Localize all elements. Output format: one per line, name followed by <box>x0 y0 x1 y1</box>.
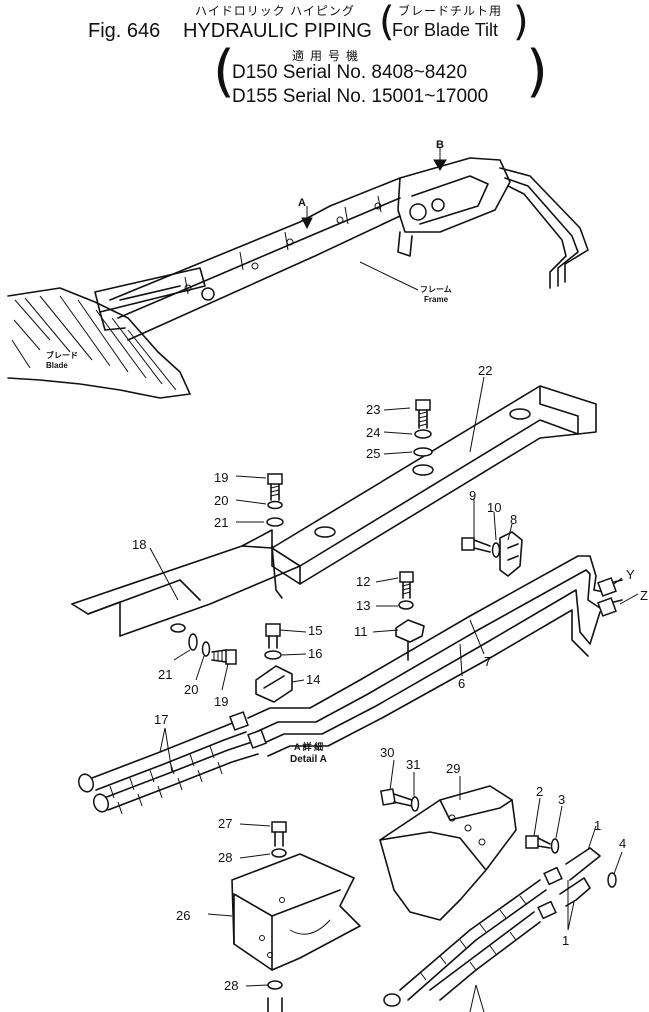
callout-19-upper: 19 <box>214 470 228 485</box>
callout-6: 6 <box>458 676 465 691</box>
guard-plate <box>71 529 301 637</box>
callout-23: 23 <box>366 402 380 417</box>
detail-a-label-japanese: A 詳 細 <box>294 741 323 752</box>
callout-8: 8 <box>510 512 517 527</box>
bolt-23 <box>415 399 431 429</box>
callout-28-lower: 28 <box>224 978 238 993</box>
callout-7: 7 <box>484 654 491 669</box>
subtitle-open-paren: ( <box>379 0 395 45</box>
washer-16 <box>264 650 282 660</box>
serial-range-d150: D150 Serial No. 8408~8420 <box>232 62 468 83</box>
figure-subtitle: For Blade Tilt <box>392 20 499 40</box>
o-ring-4 <box>607 872 617 888</box>
bolt-28-lower-shank <box>267 997 283 1012</box>
bracket-26 <box>231 853 361 971</box>
frame-label: Frame <box>424 295 449 304</box>
figure-number: Fig. 646 <box>88 20 161 42</box>
callout-27: 27 <box>218 816 232 831</box>
bolt-2 <box>525 835 551 849</box>
callout-20-lower: 20 <box>184 682 198 697</box>
subtitle-japanese: ブレードチルト用 <box>398 4 503 18</box>
callout-30: 30 <box>380 745 394 760</box>
applicable-models-japanese: 適用号機 <box>292 49 365 63</box>
callout-16: 16 <box>308 646 322 661</box>
detail-a-label: Detail A <box>290 754 327 765</box>
washer-20-lower <box>201 641 211 657</box>
callout-26: 26 <box>176 908 190 923</box>
washer-28-upper <box>271 848 287 858</box>
callout-1-upper: 1 <box>594 818 601 833</box>
detail-hoses <box>383 879 547 1012</box>
washer-28-lower <box>267 980 283 990</box>
pipe-cover <box>271 385 597 585</box>
callout-24: 24 <box>366 425 380 440</box>
callout-11: 11 <box>354 624 368 639</box>
callout-12: 12 <box>356 574 370 589</box>
washer-13 <box>398 600 414 610</box>
callout-21-lower: 21 <box>158 667 172 682</box>
bolt-30 <box>380 788 413 807</box>
serial-open-paren: ( <box>213 39 235 104</box>
callout-numbers: 1 1 2 3 4 6 7 8 9 10 11 12 13 14 15 16 1… <box>132 363 626 993</box>
callout-20-upper: 20 <box>214 493 228 508</box>
callout-3: 3 <box>558 792 565 807</box>
arrow-a-label: A <box>298 197 306 209</box>
callout-leaders <box>149 376 639 987</box>
clamp-8 <box>499 531 523 577</box>
washer-10 <box>491 542 501 558</box>
callout-28-upper: 28 <box>218 850 232 865</box>
washer-21-upper <box>266 517 284 527</box>
serial-close-paren: ) <box>526 39 548 104</box>
callout-1-lower: 1 <box>562 933 569 948</box>
washer-25 <box>413 447 433 457</box>
callout-22: 22 <box>478 363 492 378</box>
callout-2: 2 <box>536 784 543 799</box>
bolt-12 <box>399 571 414 599</box>
pipe-end-y: Y <box>626 567 635 582</box>
callout-13: 13 <box>356 598 370 613</box>
frame-label-japanese: フレーム <box>420 285 452 294</box>
bracket-29 <box>379 785 517 921</box>
pipe-end-z: Z <box>640 588 648 603</box>
hose-assembly-17 <box>77 711 267 815</box>
washer-31 <box>410 796 420 812</box>
callout-14: 14 <box>306 672 320 687</box>
serial-range-d155: D155 Serial No. 15001~17000 <box>232 86 489 107</box>
callout-31: 31 <box>406 757 420 772</box>
callout-15: 15 <box>308 623 322 638</box>
clamp-14 <box>255 665 293 703</box>
callout-18: 18 <box>132 537 146 552</box>
bolt-19-lower <box>211 649 237 665</box>
blade-label-japanese: ブレード <box>46 350 78 360</box>
bolt-9 <box>461 537 491 553</box>
callout-4: 4 <box>619 836 626 851</box>
callout-21-upper: 21 <box>214 515 228 530</box>
subtitle-close-paren: ) <box>513 0 529 45</box>
figure-title: HYDRAULIC PIPING <box>183 20 372 42</box>
overview-assembly <box>7 148 589 399</box>
callout-17: 17 <box>154 712 168 727</box>
elbow-fittings-1 <box>537 847 601 931</box>
bolt-15 <box>265 623 281 649</box>
blade-label: Blade <box>46 361 68 370</box>
callout-29: 29 <box>446 761 460 776</box>
bolt-27 <box>271 821 287 847</box>
arrow-b-label: B <box>436 139 444 151</box>
washer-3 <box>550 838 560 854</box>
washer-24 <box>414 429 432 439</box>
callout-25: 25 <box>366 446 380 461</box>
callout-9: 9 <box>469 488 476 503</box>
clamp-11 <box>395 619 425 661</box>
washer-20-upper <box>267 500 283 510</box>
bolt-19-upper <box>267 473 283 501</box>
pipe-assembly <box>247 555 623 757</box>
callout-19-lower: 19 <box>214 694 228 709</box>
washer-21-lower <box>188 633 198 651</box>
callout-10: 10 <box>487 500 501 515</box>
title-japanese: ハイドロリック ハイピング <box>195 4 355 18</box>
